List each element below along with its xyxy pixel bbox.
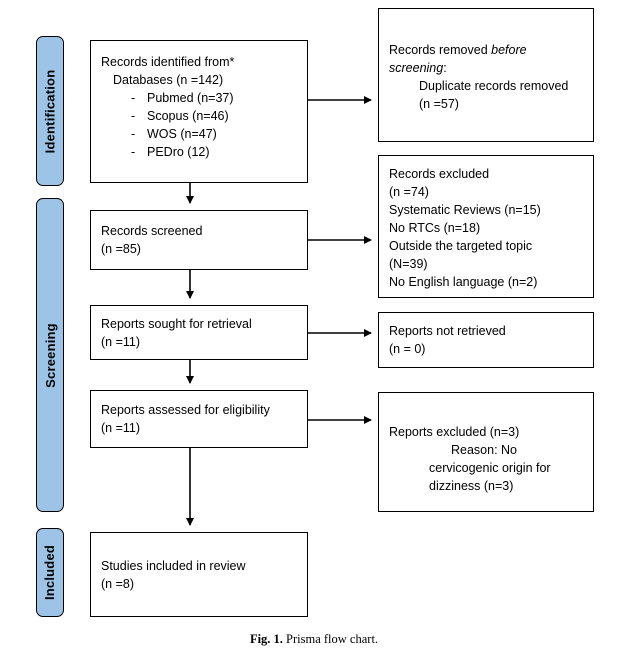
reports-assessed-title: Reports assessed for eligibility xyxy=(101,403,270,417)
box-reports-not-retrieved: Reports not retrieved (n = 0) xyxy=(378,312,594,368)
database-item-label: Pubmed (n=37) xyxy=(147,91,234,105)
database-item-label: PEDro (12) xyxy=(147,145,210,159)
database-item-label: Scopus (n=46) xyxy=(147,109,229,123)
records-screened-count: (n =85) xyxy=(101,242,141,256)
box-records-excluded: Records excluded (n =74) Systematic Revi… xyxy=(378,155,594,298)
duplicate-records-count: (n =57) xyxy=(419,97,459,111)
stage-included: Included xyxy=(36,528,64,617)
box-reports-sought: Reports sought for retrieval (n =11) xyxy=(90,305,308,360)
reports-excluded-reason-2: cervicogenic origin for xyxy=(429,461,551,475)
box-records-removed: Records removed before screening: Duplic… xyxy=(378,8,594,142)
figure-caption-label: Fig. 1. xyxy=(249,632,283,646)
database-item-pedro: - PEDro (12) xyxy=(101,143,297,161)
box-records-identified: Records identified from* Databases (n =1… xyxy=(90,40,308,183)
reports-sought-count: (n =11) xyxy=(101,334,141,349)
database-item-scopus: - Scopus (n=46) xyxy=(101,107,297,125)
records-screened-title: Records screened xyxy=(101,224,203,238)
database-item-pubmed: - Pubmed (n=37) xyxy=(101,89,297,107)
records-identified-title: Records identified from* xyxy=(101,55,235,69)
records-excluded-line: No English language (n=2) xyxy=(389,275,538,289)
studies-included-title: Studies included in review xyxy=(101,558,246,573)
reports-excluded-reason-3: dizziness (n=3) xyxy=(429,479,514,493)
duplicate-records-removed: Duplicate records removed xyxy=(419,79,569,93)
stage-screening: Screening xyxy=(36,198,64,512)
bullet-dash: - xyxy=(131,127,136,141)
records-excluded-line: Records excluded xyxy=(389,167,490,181)
reports-excluded-reason-1: Reason: No xyxy=(451,443,518,457)
bullet-dash: - xyxy=(131,145,136,159)
records-removed-screening: screening xyxy=(389,61,444,75)
reports-not-retrieved-title: Reports not retrieved xyxy=(389,324,506,338)
figure-caption-text: Prisma flow chart. xyxy=(286,632,379,646)
database-item-label: WOS (n=47) xyxy=(147,127,217,141)
records-excluded-line: Outside the targeted topic xyxy=(389,239,533,253)
reports-excluded-title: Reports excluded (n=3) xyxy=(389,425,520,439)
records-removed-prefix: Records removed xyxy=(389,43,492,57)
reports-assessed-count: (n =11) xyxy=(101,421,141,435)
stage-identification-label: Identification xyxy=(42,69,58,153)
records-removed-line2: screening: xyxy=(389,59,583,77)
records-removed-before: before xyxy=(491,43,527,57)
database-item-wos: - WOS (n=47) xyxy=(101,125,297,143)
records-excluded-line: (N=39) xyxy=(389,257,428,271)
box-studies-included: Studies included in review (n =8) xyxy=(90,532,308,617)
stage-screening-label: Screening xyxy=(42,322,58,388)
reports-sought-title: Reports sought for retrieval xyxy=(101,316,252,331)
records-excluded-line: No RTCs (n=18) xyxy=(389,221,481,235)
bullet-dash: - xyxy=(131,109,136,123)
stage-identification: Identification xyxy=(36,36,64,186)
box-records-screened: Records screened (n =85) xyxy=(90,210,308,270)
bullet-dash: - xyxy=(131,91,136,105)
records-excluded-line: (n =74) xyxy=(389,185,429,199)
figure-caption: Fig. 1. Prisma flow chart. xyxy=(0,632,628,647)
records-removed-colon: : xyxy=(443,61,447,75)
stage-included-label: Included xyxy=(42,544,58,601)
records-removed-line1: Records removed before xyxy=(389,41,583,59)
box-reports-excluded: Reports excluded (n=3) Reason: No cervic… xyxy=(378,392,594,512)
records-excluded-line: Systematic Reviews (n=15) xyxy=(389,203,541,217)
records-identified-databases: Databases (n =142) xyxy=(113,73,224,87)
box-reports-assessed: Reports assessed for eligibility (n =11) xyxy=(90,390,308,448)
studies-included-count: (n =8) xyxy=(101,576,135,591)
reports-not-retrieved-count: (n = 0) xyxy=(389,342,426,356)
